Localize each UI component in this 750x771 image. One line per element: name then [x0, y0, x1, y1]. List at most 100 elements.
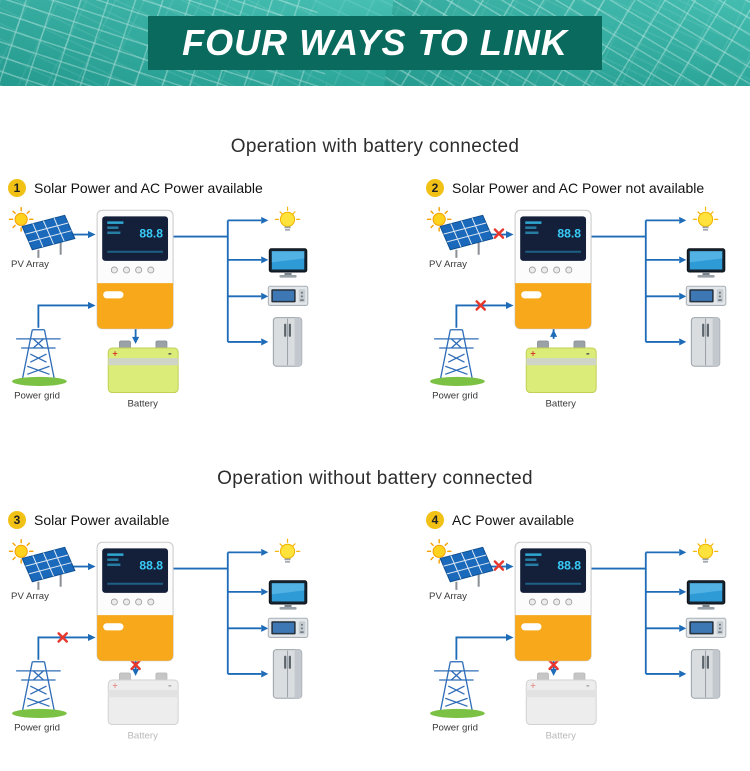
arrow-to-microwave — [261, 292, 269, 300]
battery-icon: + - — [107, 340, 179, 394]
connection-diagram: PV Array 88.8 — [426, 538, 727, 742]
arrow-inverter-to-battery — [132, 336, 140, 344]
battery-plus-sign: + — [112, 681, 117, 691]
arrow-to-microwave — [261, 624, 269, 632]
grid-unavailable-cross-icon — [475, 300, 486, 311]
battery-plus-sign: + — [530, 349, 535, 359]
flow-arrows — [88, 216, 269, 346]
panel-title: AC Power available — [452, 512, 575, 528]
arrow-to-bulb — [679, 548, 687, 556]
banner: FOUR WAYS TO LINK — [0, 0, 750, 86]
inverter: 88.8 — [96, 541, 174, 662]
flow-arrows — [506, 216, 687, 346]
battery-label: Battery — [545, 399, 576, 410]
inverter: 88.8 — [96, 209, 174, 330]
arrow-inverter-to-battery — [132, 668, 140, 676]
diagram-container: PV Array 88.8 — [426, 538, 742, 746]
refrigerator-icon — [272, 649, 303, 699]
inverter-logo — [521, 623, 542, 631]
connection-diagram: PV Array 88.8 — [426, 206, 727, 410]
sun-icon — [426, 538, 452, 564]
inverter-display-indicators — [107, 553, 124, 567]
arrow-grid-to-inverter — [506, 633, 514, 641]
sun-icon — [426, 206, 452, 232]
tv-icon — [686, 248, 726, 278]
connection-diagram: PV Array 88.8 — [8, 206, 309, 410]
diagram-container: PV Array 88.8 — [8, 206, 324, 414]
arrow-to-microwave — [679, 624, 687, 632]
power-tower-icon — [16, 661, 61, 713]
pv-array-label: PV Array — [429, 259, 467, 270]
panel-number-badge: 3 — [8, 511, 26, 529]
power-tower-icon — [434, 661, 479, 713]
pv-array-label: PV Array — [429, 591, 467, 602]
inverter-logo — [103, 291, 124, 299]
power-grid-label: Power grid — [14, 723, 60, 734]
battery-icon: + - — [107, 672, 179, 726]
battery-minus-sign: - — [168, 348, 172, 360]
battery-minus-sign: - — [586, 348, 590, 360]
banner-title-box: FOUR WAYS TO LINK — [148, 16, 602, 70]
arrow-to-bulb — [261, 548, 269, 556]
diagram-container: PV Array 88.8 — [426, 206, 742, 414]
power-grid-label: Power grid — [432, 391, 478, 402]
row-without-battery: 3 Solar Power available — [8, 510, 742, 746]
inverter-display-digits: 88.8 — [557, 559, 581, 573]
power-tower-icon — [16, 329, 61, 381]
power-grid-label: Power grid — [14, 391, 60, 402]
inverter-display-indicators — [525, 221, 542, 235]
panel-solar-and-ac-available: 1 Solar Power and AC Power available — [8, 178, 324, 414]
panel-title: Solar Power and AC Power not available — [452, 180, 705, 196]
arrow-to-fridge — [261, 670, 269, 678]
refrigerator-icon — [690, 649, 721, 699]
inverter-logo — [521, 291, 542, 299]
battery-label: Battery — [127, 731, 158, 742]
inverter-display-indicators — [107, 221, 124, 235]
pv-unavailable-cross-icon — [493, 560, 505, 571]
refrigerator-icon — [690, 317, 721, 367]
battery-icon: + - — [525, 672, 597, 726]
connection-wires — [37, 219, 262, 343]
arrow-to-fridge — [679, 338, 687, 346]
arrow-inverter-to-battery — [550, 668, 558, 676]
diagram-container: PV Array 88.8 — [8, 538, 324, 746]
arrow-grid-to-inverter — [506, 301, 514, 309]
battery-plus-sign: + — [112, 349, 117, 359]
tv-icon — [686, 580, 726, 610]
grass — [12, 708, 67, 718]
microwave-icon — [267, 617, 309, 638]
arrow-to-bulb — [261, 216, 269, 224]
solar-panel-icon — [439, 214, 494, 258]
power-grid-label: Power grid — [432, 723, 478, 734]
sun-icon — [8, 206, 34, 232]
panel-head: 1 Solar Power and AC Power available — [8, 178, 324, 198]
connection-wires — [37, 551, 262, 675]
battery-label: Battery — [127, 399, 158, 410]
inverter-display-digits: 88.8 — [557, 227, 581, 241]
battery-unavailable-cross-icon — [130, 659, 141, 671]
arrow-to-fridge — [679, 670, 687, 678]
inverter-yellow-panel — [97, 615, 174, 661]
arrow-to-bulb — [679, 216, 687, 224]
light-bulb-icon — [692, 206, 719, 231]
inverter-display — [102, 216, 169, 261]
solar-panel-icon — [21, 214, 76, 258]
inverter-display-digits: 88.8 — [139, 559, 163, 573]
panel-title: Solar Power available — [34, 512, 170, 528]
panel-head: 4 AC Power available — [426, 510, 742, 530]
inverter-display-digits: 88.8 — [139, 227, 163, 241]
inverter-display-indicators — [525, 553, 542, 567]
tv-icon — [268, 580, 308, 610]
page-title: FOUR WAYS TO LINK — [182, 22, 568, 63]
arrow-pv-to-inverter — [506, 231, 514, 239]
panel-head: 3 Solar Power available — [8, 510, 324, 530]
arrow-to-microwave — [679, 292, 687, 300]
arrow-pv-to-inverter — [88, 231, 96, 239]
arrow-to-fridge — [261, 338, 269, 346]
flow-arrows — [506, 548, 687, 678]
panel-solar-available: 3 Solar Power available — [8, 510, 324, 746]
arrow-grid-to-inverter — [88, 301, 96, 309]
grass — [430, 376, 485, 386]
section-heading-without-battery: Operation without battery connected — [217, 468, 533, 489]
